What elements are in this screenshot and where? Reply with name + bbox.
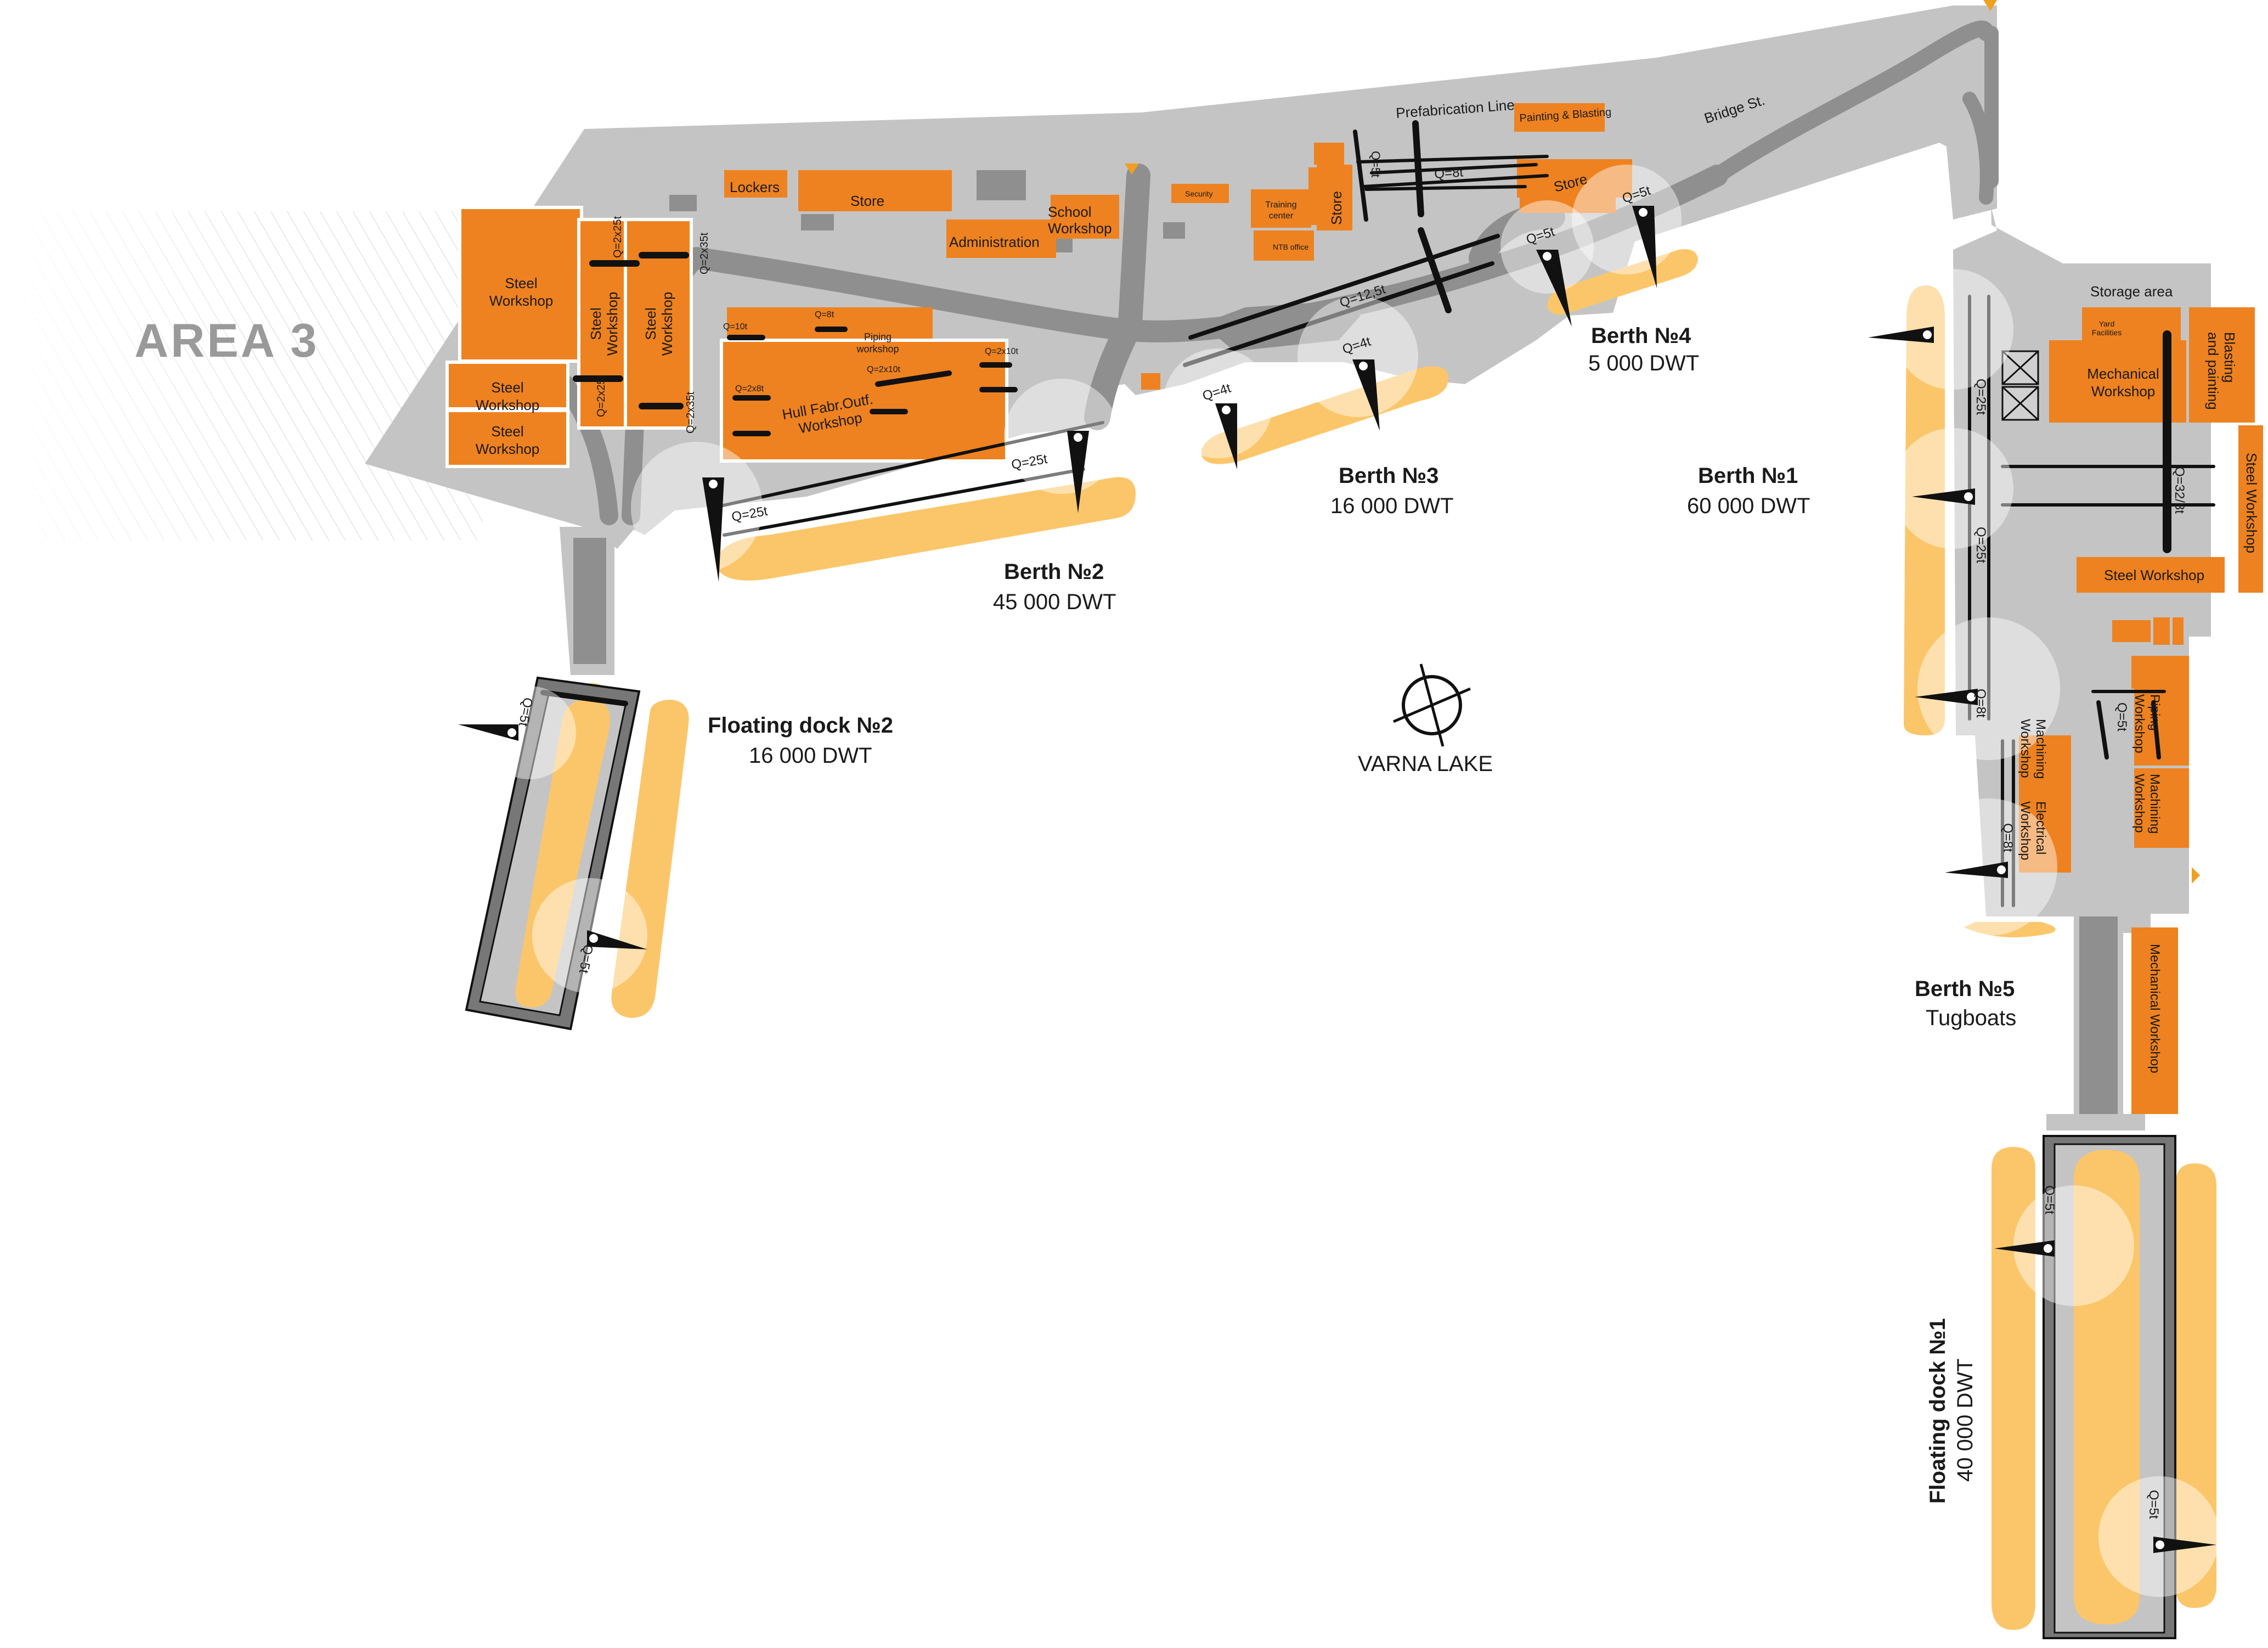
label-storage-area: Storage area xyxy=(2090,283,2173,300)
berth-2-capacity: 45 000 DWT xyxy=(993,590,1116,614)
grey-block-2 xyxy=(669,195,697,211)
area-3-label: AREA 3 xyxy=(134,314,319,367)
berth-1-name: Berth №1 xyxy=(1698,464,1798,488)
crane-q-2x8t: Q=2x8t xyxy=(735,384,764,393)
lake-target-icon xyxy=(1393,663,1471,747)
label-administration: Administration xyxy=(949,234,1040,250)
crane-q-5t-fd1b: Q=5t xyxy=(2146,1490,2161,1519)
crane-markers xyxy=(458,206,2216,1553)
label-mechanical-pier: Mechanical Workshop xyxy=(2147,944,2162,1073)
berth-5-capacity: Tugboats xyxy=(1926,1006,2016,1030)
crane-q-10t: Q=10t xyxy=(723,322,748,331)
berth-4-capacity: 5 000 DWT xyxy=(1588,351,1699,375)
crane-q-25t-b1a: Q=25t xyxy=(1973,379,1988,415)
area-3-zone xyxy=(0,211,483,541)
crane-q-5t-pref: Q=5t xyxy=(1369,151,1383,177)
label-electrical: ElectricalWorkshop xyxy=(2018,801,2048,860)
crane-q-2x25t-b: Q=2x25t xyxy=(595,375,607,417)
crane-q-5t-east: Q=5t xyxy=(2114,702,2129,732)
crane-q-25t-b1b: Q=25t xyxy=(1973,527,1988,563)
label-steel-v1: SteelWorkshop xyxy=(588,292,620,356)
label-steel-bottom: Steel Workshop xyxy=(2104,567,2204,583)
label-steel-v2: SteelWorkshop xyxy=(642,292,675,356)
crane-q-2x25t: Q=2x25t xyxy=(612,216,624,258)
berth-labels: Berth №2 45 000 DWT Berth №3 16 000 DWT … xyxy=(993,324,2016,1030)
crane-rails xyxy=(573,120,2215,907)
workshop-buildings xyxy=(445,103,2263,1114)
berth-2-name: Berth №2 xyxy=(1004,560,1104,584)
berth-5-name: Berth №5 xyxy=(1915,977,2015,1001)
label-steel-east: Steel Workshop xyxy=(2243,453,2260,553)
floating-dock-2-name: Floating dock №2 xyxy=(708,713,893,738)
grey-block-1 xyxy=(801,214,834,230)
crane-q-2x35t-b: Q=2x35t xyxy=(685,391,697,434)
berth-3-capacity: 16 000 DWT xyxy=(1330,494,1454,518)
floating-dock-1-capacity: 40 000 DWT xyxy=(1953,1358,1977,1482)
north-arrow-icon xyxy=(1125,0,2200,884)
crane-q-8t-b1: Q=8t xyxy=(1973,689,1988,718)
crane-q-2x10t-b: Q=2x10t xyxy=(985,347,1018,356)
floating-dock-1-structure xyxy=(2043,1135,2176,1639)
floating-dock-1-name: Floating dock №1 xyxy=(1926,1318,1950,1504)
label-lockers: Lockers xyxy=(730,179,780,195)
label-store-west: Store xyxy=(850,193,884,209)
label-machining-east: MachiningWorkshop xyxy=(2132,774,2162,834)
store-grey-block xyxy=(977,170,1026,200)
crane-q-32-8t: Q=32/8t xyxy=(2172,466,2187,514)
floating-dock-2-structure xyxy=(465,676,641,1031)
dock-labels: Floating dock №2 16 000 DWT Floating doc… xyxy=(708,713,1977,1504)
pier-dark-2 xyxy=(573,538,606,664)
crane-q-2x35t: Q=2x35t xyxy=(698,232,710,274)
pier-dark-1 xyxy=(2079,916,2118,1114)
berth-3-name: Berth №3 xyxy=(1339,464,1438,488)
mechanical-workshop-storage-boxes xyxy=(2001,350,2039,421)
crane-reach-circles xyxy=(483,165,2219,1597)
crane-labels: Q=2x25t Q=2x25t Q=2x35t Q=2x35t Q=10t Q=… xyxy=(516,151,2187,1519)
berth-1-capacity: 60 000 DWT xyxy=(1687,494,1810,518)
square-west xyxy=(1201,302,1361,351)
crane-q-8t-w: Q=8t xyxy=(815,310,834,319)
crane-q-8t-b5: Q=8t xyxy=(2000,823,2015,852)
crane-q-5t-fd1a: Q=5t xyxy=(2042,1185,2057,1214)
berth-4-name: Berth №4 xyxy=(1591,324,1691,348)
crane-q-8t-pref: Q=8t xyxy=(1434,165,1464,182)
lake-label: VARNA LAKE xyxy=(1358,752,1493,776)
label-security: Security xyxy=(1185,189,1213,198)
label-piping-east: PipingWorkshop xyxy=(2132,694,2162,753)
floating-dock-2-capacity: 16 000 DWT xyxy=(749,744,872,768)
crane-q-2x10t-a: Q=2x10t xyxy=(867,365,900,374)
label-ntb: NTB office xyxy=(1273,243,1308,251)
label-store-north: Store xyxy=(1328,191,1345,225)
label-blasting-painting: Blastingand painting xyxy=(2205,332,2238,410)
grey-block-5 xyxy=(1163,222,1185,239)
label-machining-west: MachiningWorkshop xyxy=(2018,719,2048,779)
